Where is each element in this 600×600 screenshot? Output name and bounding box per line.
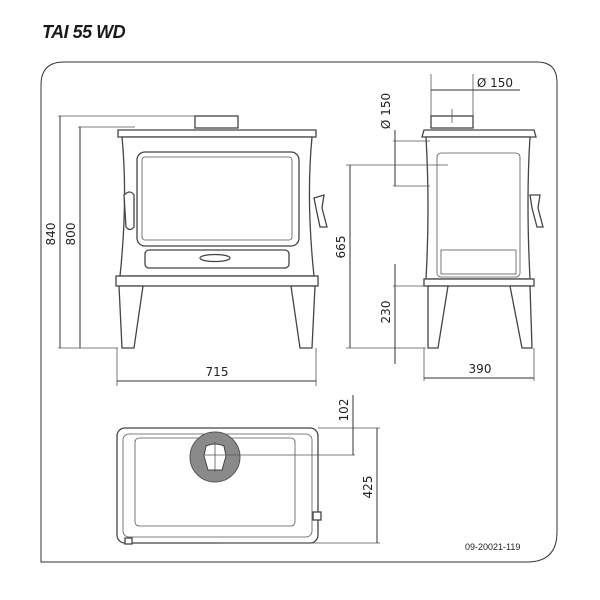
dim-800: 800 — [64, 223, 78, 246]
dim-425: 425 — [361, 476, 375, 499]
dim-230: 230 — [379, 301, 393, 324]
side-view — [421, 115, 544, 349]
dim-flue-top-diameter: Ø 150 — [477, 76, 513, 90]
side-handle — [529, 194, 544, 228]
dim-665: 665 — [334, 236, 348, 259]
dim-840: 840 — [44, 223, 58, 246]
side-dimensions — [346, 74, 535, 381]
dim-102: 102 — [337, 399, 351, 422]
dim-390: 390 — [469, 362, 492, 376]
drawing-frame — [40, 61, 558, 563]
front-view — [115, 115, 328, 349]
door-handle-left — [123, 191, 135, 231]
dim-715: 715 — [206, 365, 229, 379]
door-handle-right — [313, 194, 328, 228]
product-title: TAI 55 WD — [42, 22, 126, 42]
front-dimensions — [58, 115, 317, 386]
dim-flue-rear-diameter: Ø 150 — [379, 93, 393, 129]
top-view — [116, 427, 355, 545]
drawing-code: 09-20021-119 — [465, 542, 520, 552]
top-dimensions — [218, 395, 380, 544]
